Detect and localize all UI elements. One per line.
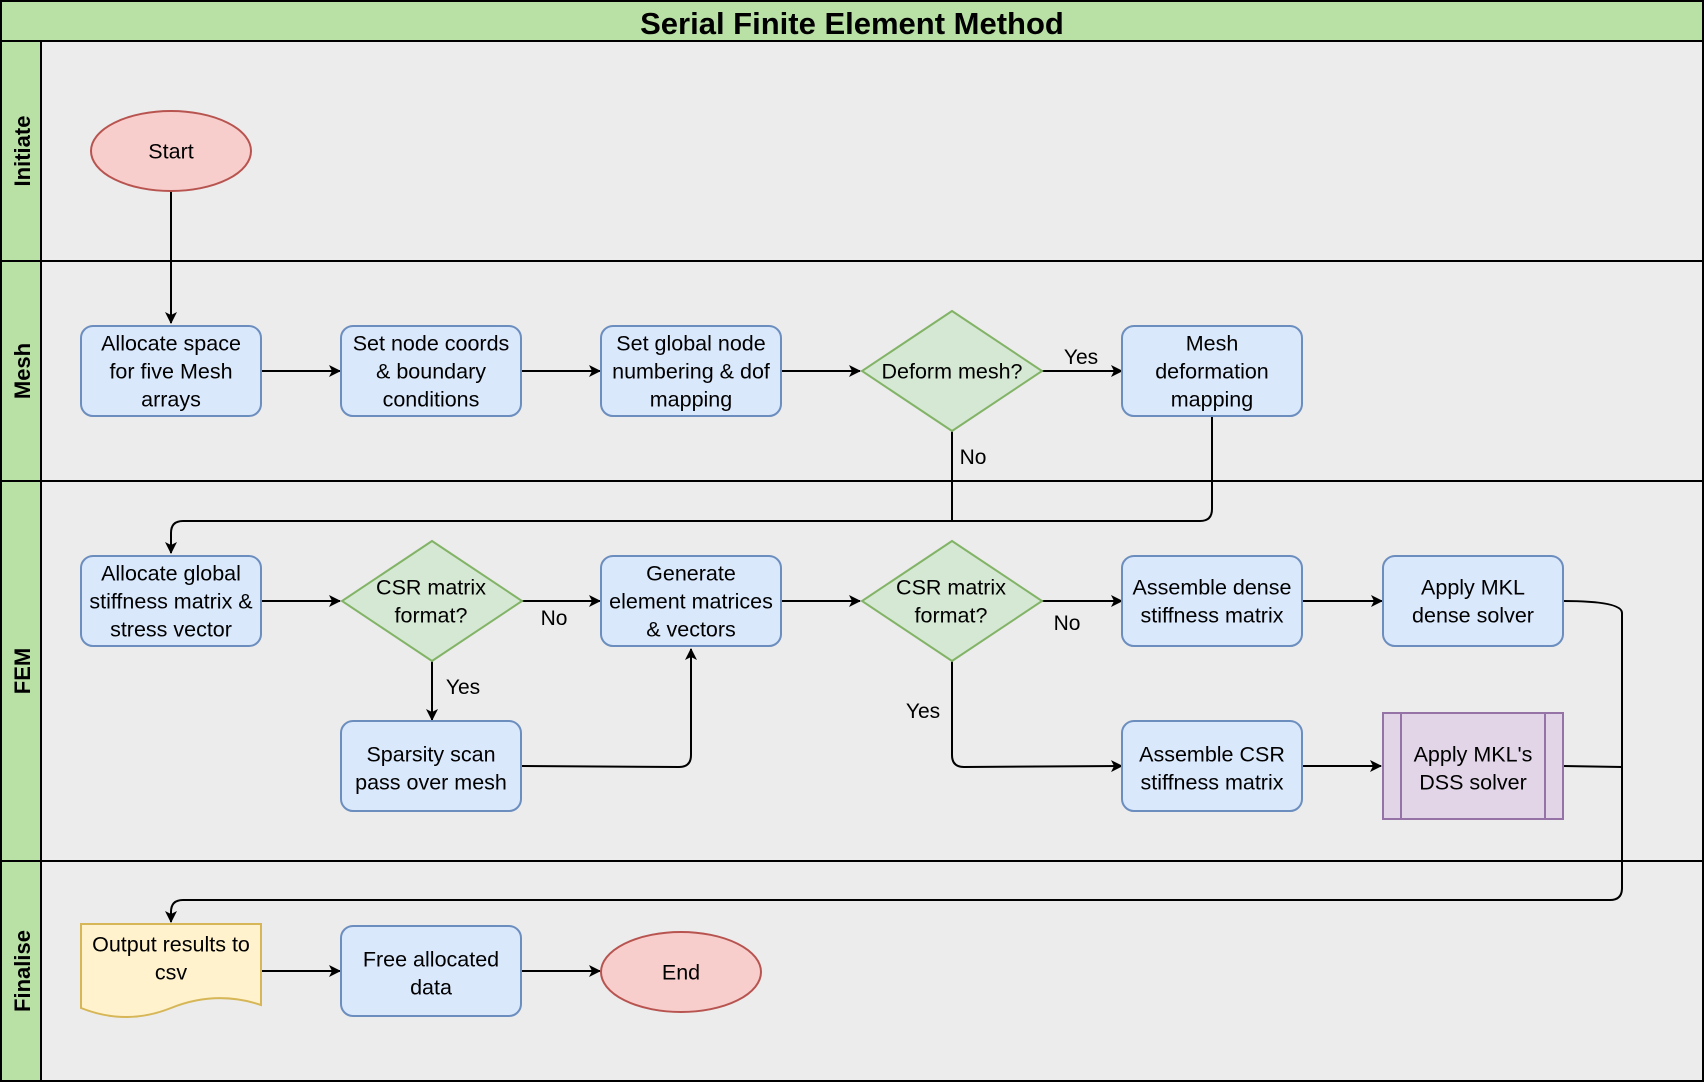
- diagram-title: Serial Finite Element Method: [640, 6, 1064, 41]
- generate-matrices-line-3: & vectors: [646, 618, 736, 642]
- alloc-stiffness-line-1: Allocate global: [101, 562, 241, 586]
- assemble-csr-line-1: Assemble CSR: [1139, 743, 1285, 767]
- mesh-deformation-line-1: Mesh: [1186, 332, 1239, 356]
- alloc-mesh-line-3: arrays: [141, 388, 201, 412]
- csr-decision-1-line-1: CSR matrix: [376, 576, 486, 600]
- free-data-line-2: data: [410, 976, 452, 1000]
- edge-csr2-yes: [951, 661, 1123, 773]
- generate-matrices-process: Generate element matrices & vectors: [600, 555, 782, 647]
- sparsity-scan-line-2: pass over mesh: [355, 771, 507, 795]
- start-line-1: Start: [148, 140, 193, 164]
- end-terminal: End: [600, 931, 762, 1013]
- lane-initiate: Initiate: [0, 40, 1704, 262]
- sparsity-scan-label: Sparsity scan pass over mesh: [355, 743, 507, 795]
- assemble-csr-line-2: stiffness matrix: [1141, 771, 1284, 795]
- free-data-process: Free allocated data: [340, 925, 522, 1017]
- set-numbering-process: Set global node numbering & dof mapping: [600, 325, 782, 417]
- output-csv-document: Output results to csv: [80, 923, 262, 1018]
- sparsity-scan-line-1: Sparsity scan: [366, 743, 495, 767]
- assemble-csr-label: Assemble CSR stiffness matrix: [1139, 743, 1285, 795]
- assemble-dense-line-1: Assemble dense: [1133, 576, 1292, 600]
- apply-dss-solver-line-2: DSS solver: [1419, 771, 1527, 795]
- deform-mesh-label: Deform mesh?: [882, 360, 1023, 384]
- free-data-label: Free allocated data: [363, 948, 499, 1000]
- set-coords-label: Set node coords & boundary conditions: [353, 332, 510, 412]
- edge-dss-to-output: [1562, 765, 1623, 768]
- mesh-deformation-label: Mesh deformation mapping: [1155, 332, 1269, 412]
- set-coords-line-2: & boundary: [376, 360, 486, 384]
- label-deform-no: No: [960, 446, 987, 469]
- assemble-dense-process: Assemble dense stiffness matrix: [1121, 555, 1303, 647]
- apply-dense-solver-label: Apply MKL dense solver: [1412, 576, 1534, 628]
- csr-decision-2-line-1: CSR matrix: [896, 576, 1006, 600]
- set-numbering-line-1: Set global node: [616, 332, 765, 356]
- alloc-stiffness-process: Allocate global stiffness matrix & stress …: [80, 555, 262, 647]
- apply-dense-solver-process: Apply MKL dense solver: [1382, 555, 1564, 647]
- set-numbering-label: Set global node numbering & dof mapping: [612, 332, 770, 412]
- set-coords-line-3: conditions: [383, 388, 480, 412]
- end-label: End: [662, 961, 700, 985]
- edge-deformation-to-alloc-stiffness: [165, 416, 1213, 554]
- label-csr2-no: No: [1054, 612, 1081, 635]
- apply-dense-solver-line-1: Apply MKL: [1421, 576, 1525, 600]
- label-csr1-yes: Yes: [446, 676, 480, 699]
- csr-decision-2-line-2: format?: [915, 604, 988, 628]
- output-csv-label: Output results to csv: [92, 933, 250, 985]
- alloc-stiffness-label: Allocate global stiffness matrix & stress …: [89, 562, 252, 642]
- alloc-mesh-line-2: for five Mesh: [109, 360, 232, 384]
- set-coords-process: Set node coords & boundary conditions: [340, 325, 522, 417]
- edges: [165, 191, 1623, 977]
- sparsity-scan-process: Sparsity scan pass over mesh: [340, 720, 522, 812]
- output-csv-line-2: csv: [155, 961, 188, 985]
- assemble-csr-process: Assemble CSR stiffness matrix: [1121, 720, 1303, 812]
- label-csr2-yes: Yes: [906, 700, 940, 723]
- lane-label-mesh: Mesh: [10, 343, 35, 399]
- generate-matrices-line-2: element matrices: [609, 590, 773, 614]
- generate-matrices-line-1: Generate: [646, 562, 736, 586]
- alloc-mesh-line-1: Allocate space: [101, 332, 241, 356]
- deform-mesh-decision: Deform mesh?: [860, 309, 1044, 433]
- title-bar: [0, 0, 1704, 42]
- edge-solver-to-output: [165, 600, 1623, 923]
- lane-label-finalise: Finalise: [10, 930, 35, 1012]
- csr-decision-1-label: CSR matrix format?: [376, 576, 486, 628]
- end-line-1: End: [662, 961, 700, 985]
- label-csr1-no: No: [541, 607, 568, 630]
- mesh-deformation-process: Mesh deformation mapping: [1121, 325, 1303, 417]
- lane-label-initiate: Initiate: [10, 116, 35, 187]
- set-numbering-line-2: numbering & dof: [612, 360, 770, 384]
- csr-decision-1: CSR matrix format?: [340, 539, 524, 663]
- set-numbering-line-3: mapping: [650, 388, 732, 412]
- label-deform-yes: Yes: [1064, 346, 1098, 369]
- start-label: Start: [148, 140, 193, 164]
- start-terminal: Start: [90, 110, 252, 192]
- assemble-dense-label: Assemble dense stiffness matrix: [1133, 576, 1292, 628]
- set-coords-line-1: Set node coords: [353, 332, 510, 356]
- generate-matrices-label: Generate element matrices & vectors: [609, 562, 773, 642]
- deform-decision-line-1: Deform mesh?: [882, 360, 1023, 384]
- alloc-mesh-process: Allocate space for five Mesh arrays: [80, 325, 262, 417]
- mesh-deformation-line-3: mapping: [1171, 388, 1253, 412]
- csr-decision-1-line-2: format?: [395, 604, 468, 628]
- mesh-deformation-line-2: deformation: [1155, 360, 1269, 384]
- apply-dss-solver-line-1: Apply MKL's: [1414, 743, 1533, 767]
- alloc-stiffness-line-2: stiffness matrix &: [89, 590, 252, 614]
- free-data-line-1: Free allocated: [363, 948, 499, 972]
- output-csv-line-1: Output results to: [92, 933, 250, 957]
- alloc-stiffness-line-3: stress vector: [110, 618, 232, 642]
- csr-decision-2: CSR matrix format?: [860, 539, 1044, 663]
- assemble-dense-line-2: stiffness matrix: [1141, 604, 1284, 628]
- csr-decision-2-label: CSR matrix format?: [896, 576, 1006, 628]
- alloc-mesh-label: Allocate space for five Mesh arrays: [101, 332, 241, 412]
- apply-dense-solver-line-2: dense solver: [1412, 604, 1534, 628]
- edge-sparsity-to-generate: [521, 648, 697, 769]
- lane-label-fem: FEM: [10, 648, 35, 694]
